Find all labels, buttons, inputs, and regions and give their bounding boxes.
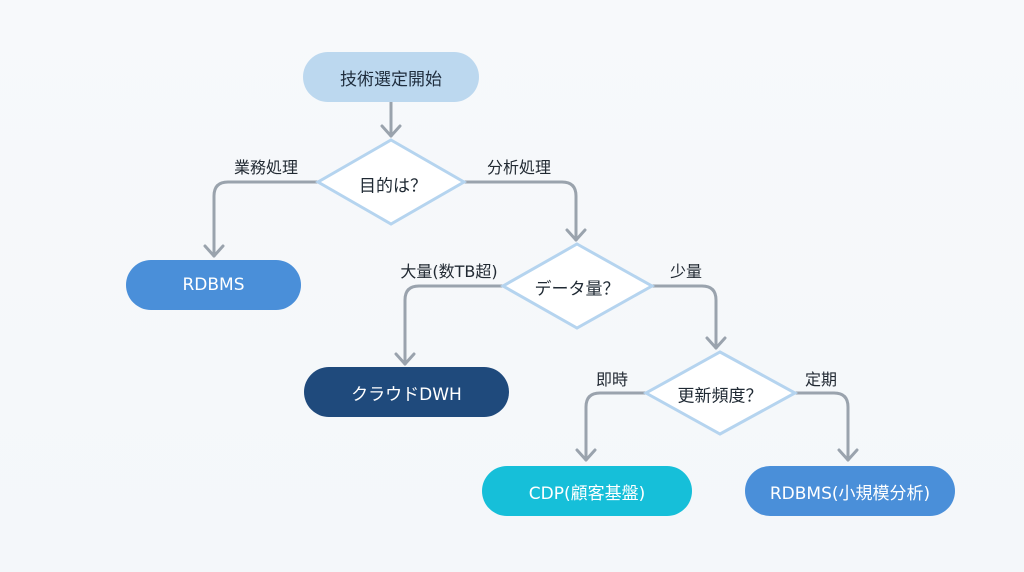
decision-volume-diamond bbox=[499, 242, 656, 330]
edge-label-periodic: 定期 bbox=[804, 370, 838, 389]
edge-label-business: 業務処理 bbox=[233, 158, 299, 177]
connector-volume-to-dwh bbox=[403, 284, 505, 366]
edge-label-small: 少量 bbox=[669, 262, 703, 281]
arrowhead bbox=[394, 352, 416, 366]
rdbms-node[interactable]: RDBMS bbox=[126, 260, 301, 310]
start-node[interactable]: 技術選定開始 bbox=[303, 52, 479, 102]
rdbms-small-analytics-node[interactable]: RDBMS(小規模分析) bbox=[745, 466, 955, 516]
arrowhead bbox=[705, 336, 727, 350]
rdbms-node-label: RDBMS bbox=[182, 275, 245, 295]
decision-frequency-diamond bbox=[642, 350, 799, 436]
edge-label-realtime: 即時 bbox=[595, 370, 629, 389]
cdp-node[interactable]: CDP(顧客基盤) bbox=[482, 466, 692, 516]
edge-label-large: 大量(数TB超) bbox=[400, 262, 498, 281]
cdp-node-label: CDP(顧客基盤) bbox=[528, 483, 646, 504]
cloud-dwh-node-label: クラウドDWH bbox=[351, 384, 462, 405]
arrowhead bbox=[565, 228, 587, 242]
arrowhead bbox=[203, 244, 225, 258]
connector-purpose-to-volume bbox=[462, 180, 578, 242]
connector-purpose-to-rdbms bbox=[212, 180, 320, 258]
arrowhead bbox=[837, 448, 859, 462]
connector-frequency-to-rdbms-small bbox=[793, 391, 850, 462]
connector-volume-to-frequency bbox=[650, 284, 718, 350]
connector-frequency-to-cdp bbox=[584, 391, 648, 462]
cloud-dwh-node[interactable]: クラウドDWH bbox=[304, 367, 509, 417]
decision-purpose-diamond bbox=[314, 138, 468, 226]
decision-purpose-label: 目的は？ bbox=[359, 176, 427, 197]
start-node-label: 技術選定開始 bbox=[340, 69, 442, 90]
decision-volume-label: データ量？ bbox=[534, 279, 620, 300]
edge-label-analytics: 分析処理 bbox=[486, 158, 552, 177]
rdbms-small-analytics-node-label: RDBMS(小規模分析) bbox=[769, 483, 931, 504]
arrowhead bbox=[380, 124, 402, 138]
decision-frequency-label: 更新頻度？ bbox=[677, 386, 763, 407]
arrowhead bbox=[575, 448, 597, 462]
